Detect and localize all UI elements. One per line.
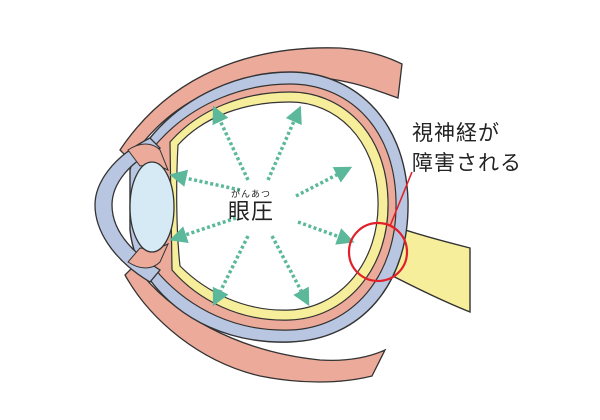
- callout-line-1: 視神経が: [412, 121, 500, 145]
- pressure-arrow: [295, 166, 353, 198]
- optic-nerve-highlight-circle: [347, 221, 409, 283]
- pressure-arrow: [266, 105, 302, 181]
- lens: [129, 161, 175, 253]
- callout-line-2: 障害される: [412, 151, 522, 175]
- pressure-arrow: [212, 235, 250, 307]
- pressure-arrow: [212, 105, 250, 181]
- pressure-arrow: [297, 220, 355, 245]
- pressure-arrows: [169, 105, 355, 307]
- optic-nerve-damage-callout: 視神経が 障害される: [412, 118, 582, 178]
- callout-leader-line: [389, 171, 413, 227]
- intraocular-pressure-term: 眼圧: [227, 200, 274, 225]
- cornea: [94, 137, 162, 283]
- intraocular-pressure-reading: がんあつ: [230, 190, 271, 200]
- intraocular-pressure-label: がんあつ 眼圧: [196, 190, 306, 226]
- pressure-arrow: [270, 235, 310, 307]
- lower-muscle-band: [124, 263, 387, 383]
